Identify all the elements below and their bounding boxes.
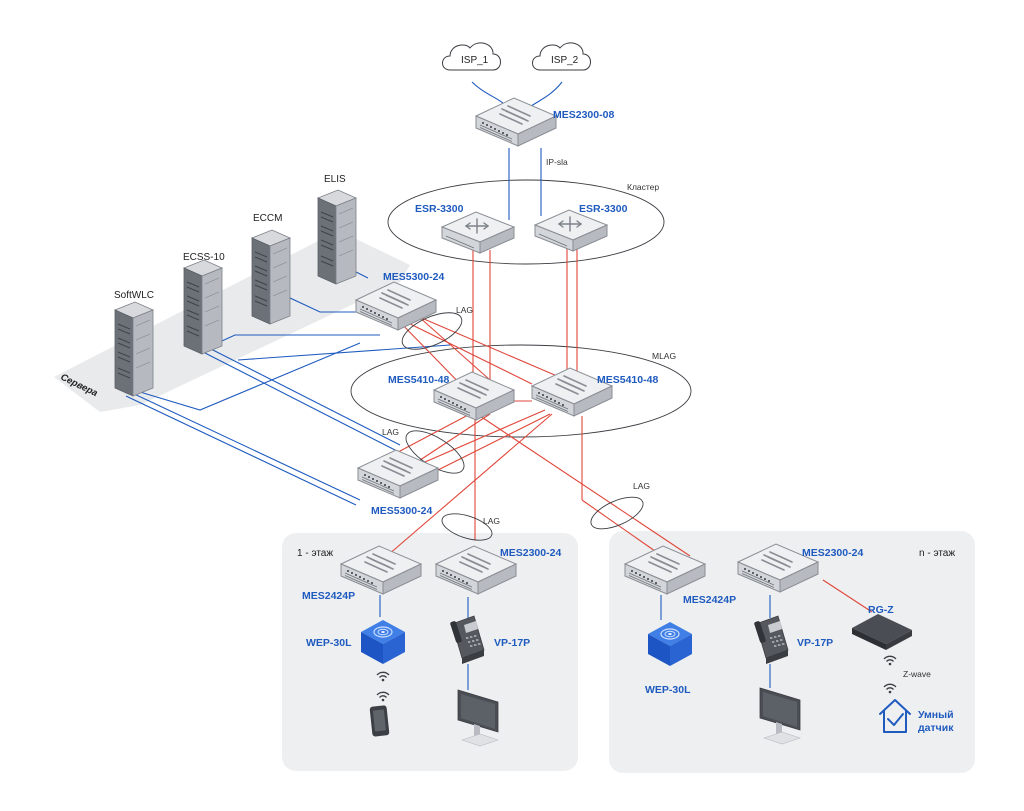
gateway-icon [852,614,912,650]
server-switch-bottom-label: MES5300-24 [371,505,432,517]
smart-home-icon [879,699,911,733]
floor-1-poe-label: MES2424P [302,590,355,602]
lag-label-left: LAG [382,427,399,437]
switch-icon [357,449,439,499]
smartphone-icon [369,705,390,737]
floor-n-access-label: MES2300-24 [802,547,863,559]
lag-ellipse-middle [441,513,493,541]
lag-label-middle: LAG [483,516,500,526]
server-icon [183,259,223,355]
mlag-switch-1-label: MES5410-48 [388,374,449,386]
link-isp2-core [527,81,563,109]
link-ecss-switch-bottom [208,347,401,446]
floor-1-access-label: MES2300-24 [500,547,561,559]
router-icon [441,211,515,254]
esr-1-label: ESR-3300 [415,203,464,215]
isp-2-label: ISP_2 [551,55,579,66]
link-softwlc-switch [139,342,361,411]
mlag-switch-2-label: MES5410-48 [597,374,658,386]
cluster-label: Кластер [627,182,659,192]
lag-label-top: LAG [456,305,473,315]
cloud-icon [442,42,501,71]
link-eccm-switch-bottom [237,344,451,361]
core-switch-label: MES2300-08 [553,109,614,121]
gateway-label: RG-Z [868,604,894,616]
isp-1-label: ISP_1 [461,55,489,66]
floor-n-phone-label: VP-17P [797,637,833,649]
floor-1-area [282,533,578,771]
lag-ellipses [401,312,644,541]
mlag-ellipse [350,344,692,438]
router-icon [534,209,608,252]
zwave-label: Z-wave [903,669,931,679]
esr-2-label: ESR-3300 [579,203,628,215]
ip-sla-label: IP-sla [546,157,568,167]
lag-ellipse-top [401,312,463,350]
server-icon [251,229,291,325]
floor-n-title: n - этаж [919,548,955,559]
server-ecss-label: ECSS-10 [183,252,225,263]
link-softwlc-switch-bottom [129,391,361,501]
mlag-label: MLAG [652,351,676,361]
lag-label-right: LAG [633,481,650,491]
server-elis-label: ELIS [324,174,346,185]
lag-ellipse-right [590,496,644,530]
floor-n-ap-label: WEP-30L [645,684,691,696]
sensor-label-line1: Умный [918,709,954,721]
link-softwlc-switch-bottom-2 [125,395,357,506]
link-ecss-switch-bottom-2 [204,352,396,451]
cloud-icon [532,42,591,71]
server-icon [317,189,357,285]
server-rack-area [54,236,410,412]
cluster-ellipse [387,179,665,265]
floor-1-phone-label: VP-17P [494,637,530,649]
floor-1-title: 1 - этаж [297,548,333,559]
switch-icon [475,97,557,147]
server-icon [114,301,154,397]
sensor-label-line2: датчик [918,722,954,734]
floor-n-poe-label: MES2424P [683,594,736,606]
server-switch-top-label: MES5300-24 [383,271,444,283]
server-softwlc-label: SoftWLC [114,290,154,301]
floor-1-ap-label: WEP-30L [306,637,352,649]
server-eccm-label: ECCM [253,213,282,224]
blue-links [125,81,771,690]
